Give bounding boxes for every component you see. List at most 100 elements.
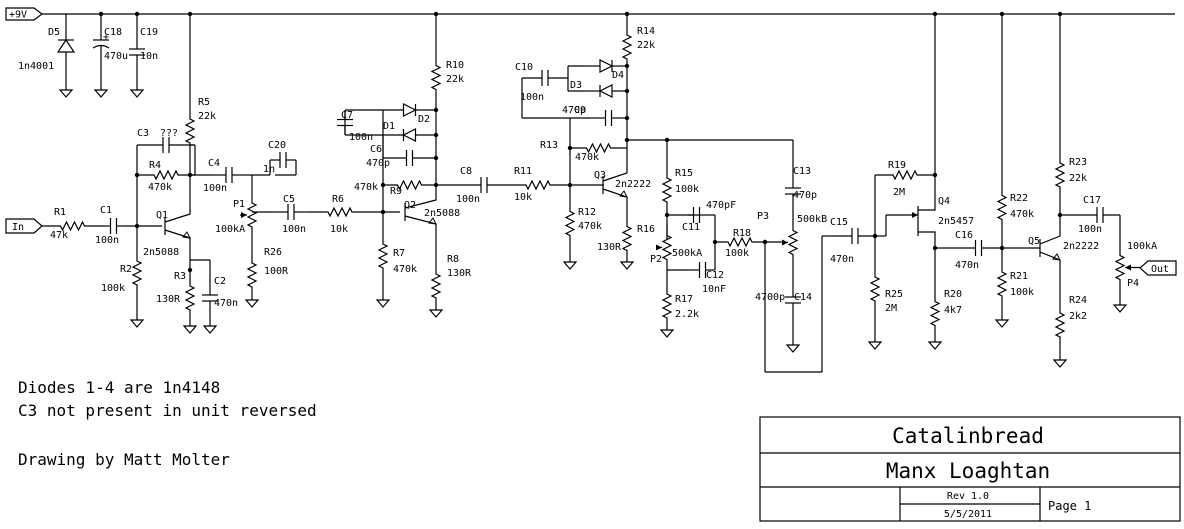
label-p2: P2 bbox=[650, 254, 662, 265]
label-c19: C19 bbox=[140, 27, 158, 38]
value-p4: 100kA bbox=[1127, 241, 1157, 252]
label-r9: R9 bbox=[390, 186, 402, 197]
label-c3: C3 bbox=[137, 128, 149, 139]
label-c6: C6 bbox=[370, 144, 382, 155]
capacitor-c18 bbox=[92, 39, 110, 90]
input-port bbox=[5, 218, 43, 234]
label-c18: C18 bbox=[104, 27, 122, 38]
title-project: Manx Loaghtan bbox=[886, 459, 1050, 483]
label-q5: Q5 bbox=[1028, 236, 1040, 247]
diode-d3 bbox=[585, 84, 627, 98]
transistor-q4 bbox=[910, 175, 936, 248]
value-r14: 22k bbox=[637, 40, 655, 51]
ground-symbol bbox=[182, 325, 198, 334]
capacitor-c15 bbox=[835, 228, 875, 244]
capacitor-c11 bbox=[688, 207, 705, 223]
capacitor-c12 bbox=[690, 262, 715, 278]
label-c2: C2 bbox=[214, 276, 226, 287]
ground-symbol bbox=[375, 299, 391, 308]
ground-symbol bbox=[994, 319, 1010, 328]
note-c3: C3 not present in unit reversed bbox=[18, 401, 317, 420]
ground-symbol bbox=[202, 325, 218, 334]
value-r18: 100k bbox=[725, 248, 749, 259]
resistor-r4 bbox=[137, 169, 195, 181]
value-r6: 10k bbox=[330, 224, 348, 235]
value-c11: 470pF bbox=[706, 200, 736, 211]
transistor-q3 bbox=[602, 148, 628, 210]
label-p3: P3 bbox=[757, 211, 769, 222]
value-r4: 470k bbox=[148, 182, 172, 193]
title-block: Catalinbread Manx Loaghtan Rev 1.0 5/5/2… bbox=[759, 416, 1181, 522]
title-page: Page 1 bbox=[1048, 499, 1091, 513]
label-d2: D2 bbox=[418, 114, 430, 125]
value-r11: 10k bbox=[514, 192, 532, 203]
label-c5: C5 bbox=[283, 194, 295, 205]
resistor-r15 bbox=[661, 140, 673, 240]
value-r13: 470k bbox=[575, 152, 599, 163]
value-c10: 100n bbox=[520, 92, 544, 103]
label-r11: R11 bbox=[514, 166, 532, 177]
pot-p4 bbox=[1114, 245, 1140, 290]
pot-p2 bbox=[656, 225, 673, 270]
label-r5: R5 bbox=[198, 97, 210, 108]
resistor-r10 bbox=[430, 60, 442, 95]
label-q3: Q3 bbox=[594, 170, 606, 181]
label-d1: D1 bbox=[383, 121, 395, 132]
resistor-r3 bbox=[184, 270, 196, 326]
label-r18: R18 bbox=[733, 228, 751, 239]
value-r23: 22k bbox=[1069, 173, 1087, 184]
transistor-q1 bbox=[164, 175, 191, 260]
resistor-r5 bbox=[184, 102, 196, 160]
value-r12: 470k bbox=[578, 221, 602, 232]
value-c8: 100n bbox=[456, 194, 480, 205]
label-r13: R13 bbox=[540, 140, 558, 151]
diode-d5 bbox=[56, 34, 76, 90]
capacitor-c5 bbox=[274, 204, 308, 220]
label-c12: C12 bbox=[706, 270, 724, 281]
label-r21: R21 bbox=[1010, 271, 1028, 282]
label-c15: C15 bbox=[830, 217, 848, 228]
capacitor-c3 bbox=[137, 137, 195, 153]
resistor-r18 bbox=[715, 236, 765, 248]
labels: +9VInOutD51n4001C18470u+C1910nR147kC1100… bbox=[9, 10, 1169, 323]
label-p1: P1 bbox=[233, 199, 245, 210]
ground-symbol bbox=[927, 341, 943, 350]
note-diodes: Diodes 1-4 are 1n4148 bbox=[18, 378, 220, 397]
resistor-r24 bbox=[1054, 290, 1066, 360]
label-r20: R20 bbox=[944, 289, 962, 300]
label-c13: C13 bbox=[793, 166, 811, 177]
ground-symbol bbox=[129, 89, 145, 98]
label-c16: C16 bbox=[955, 230, 973, 241]
ground-symbol bbox=[785, 344, 801, 353]
value-q4: 2n5457 bbox=[938, 216, 974, 227]
value-q1: 2n5088 bbox=[143, 247, 179, 258]
value-r20: 4k7 bbox=[944, 305, 962, 316]
value-r26: 100R bbox=[264, 266, 289, 277]
resistor-r2 bbox=[131, 226, 143, 320]
pot-p1 bbox=[240, 185, 258, 245]
title-company: Catalinbread bbox=[892, 424, 1044, 448]
capacitor-c4 bbox=[213, 167, 245, 183]
value-r3: 130R bbox=[156, 294, 181, 305]
label-p4: P4 bbox=[1127, 278, 1139, 289]
resistor-r9 bbox=[383, 179, 436, 191]
label-r15: R15 bbox=[675, 168, 693, 179]
note-author: Drawing by Matt Molter bbox=[18, 450, 230, 469]
value-c12: 10nF bbox=[702, 284, 726, 295]
resistor-r14 bbox=[621, 32, 633, 62]
label-c8: C8 bbox=[460, 166, 472, 177]
label-r2: R2 bbox=[120, 264, 132, 275]
label-d5: D5 bbox=[48, 27, 60, 38]
label-r7: R7 bbox=[393, 248, 405, 259]
parts bbox=[5, 7, 1177, 368]
value-c19: 10n bbox=[140, 51, 158, 62]
diode-d1 bbox=[383, 128, 436, 142]
resistor-r26 bbox=[246, 250, 258, 300]
value-r22: 470k bbox=[1010, 209, 1034, 220]
value-q3: 2n2222 bbox=[615, 179, 651, 190]
label-q2: Q2 bbox=[404, 200, 416, 211]
value-c6: 470p bbox=[366, 158, 390, 169]
diode-d2 bbox=[383, 103, 436, 117]
label-r25: R25 bbox=[885, 289, 903, 300]
capacitor-c13 bbox=[785, 162, 801, 220]
